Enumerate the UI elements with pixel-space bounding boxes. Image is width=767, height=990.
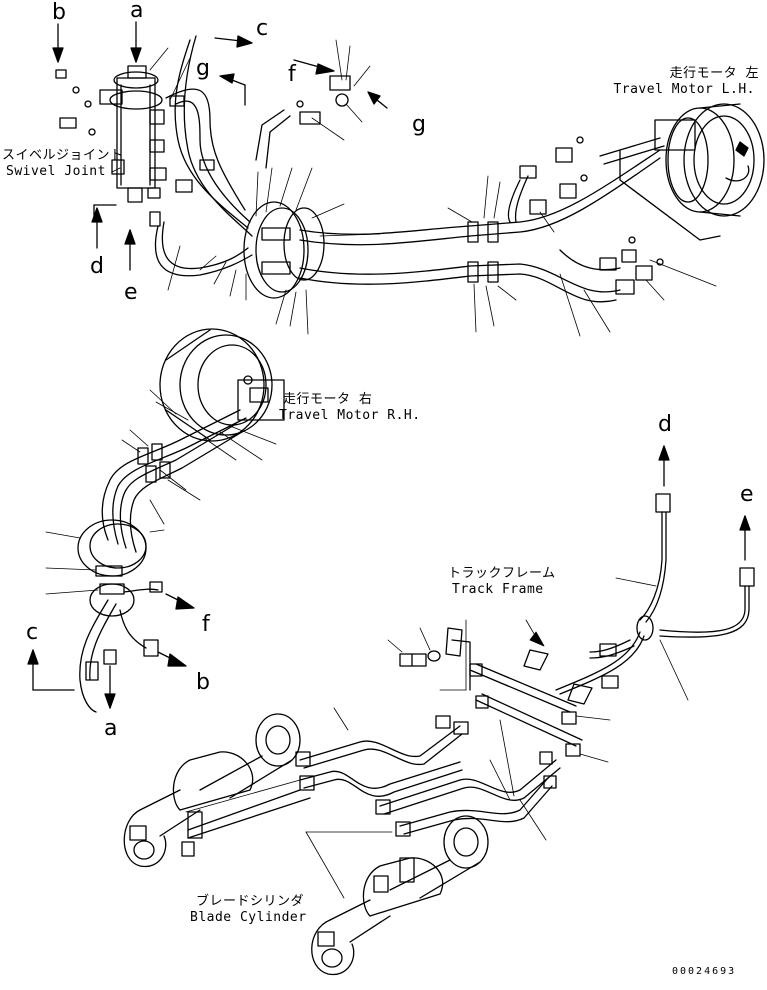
leader-lines	[45, 39, 717, 899]
travel-motor-lh	[654, 103, 765, 217]
swivel-joint	[99, 65, 167, 203]
rh-travel-pipes	[101, 409, 247, 553]
connection-letter-g-top-1: g	[196, 56, 210, 81]
connection-letter-f-top: f	[288, 62, 296, 87]
connection-letter-d-bottom: d	[658, 412, 672, 437]
bolt-and-washer	[399, 650, 441, 667]
blade-cylinder-pipes	[187, 715, 561, 839]
hose-clamp-ring-lower	[77, 519, 163, 713]
blade-cylinder-lower	[311, 815, 489, 976]
connection-letter-f-mid: f	[202, 612, 210, 637]
travel-motor-rh-label-en: Travel Motor R.H.	[279, 408, 421, 423]
connection-letter-a-top: a	[130, 0, 144, 23]
track-frame-label-en: Track Frame	[452, 582, 544, 597]
travel-motor-lh-label-en: Travel Motor L.H.	[613, 82, 755, 97]
connection-letter-c-mid: c	[26, 620, 39, 645]
lh-motor-fittings	[555, 136, 721, 281]
flow-arrows-top	[52, 21, 388, 271]
document-number: 00024693	[672, 966, 737, 977]
blade-cylinder-label-en: Blade Cylinder	[190, 910, 307, 925]
connection-letter-b-top: b	[52, 0, 66, 25]
swivel-joint-label-jp: スイベルジョイント	[2, 148, 124, 163]
connection-letter-c-top: c	[256, 16, 269, 41]
travel-motor-lh-label-jp: 走行モータ 左	[669, 66, 759, 81]
upper-hoses	[154, 35, 351, 277]
swivel-joint-label-en: Swivel Joint	[6, 164, 106, 179]
blade-cylinder-upper	[123, 713, 301, 868]
connection-letter-b-mid: b	[196, 670, 210, 695]
flow-arrows-bottom	[658, 445, 751, 561]
track-frame-pipes	[445, 493, 755, 757]
connection-letter-e-bottom: e	[740, 482, 754, 507]
connection-letter-a-mid: a	[104, 716, 118, 741]
travel-motor-rh	[159, 328, 285, 442]
connection-letter-d-top: d	[90, 254, 104, 279]
lh-travel-pipes	[299, 149, 661, 303]
travel-motor-rh-label-jp: 走行モータ 右	[283, 392, 373, 407]
connection-letter-g-top-2: g	[412, 112, 426, 137]
track-frame-label-jp: トラックフレーム	[448, 566, 556, 581]
blade-cylinder-label-jp: ブレードシリンダ	[196, 894, 305, 909]
connection-letter-e-top: e	[124, 280, 138, 305]
swivel-joint-fittings	[55, 69, 215, 227]
hose-clamp-ring-upper	[243, 201, 325, 299]
flow-arrows-middle	[27, 593, 195, 709]
